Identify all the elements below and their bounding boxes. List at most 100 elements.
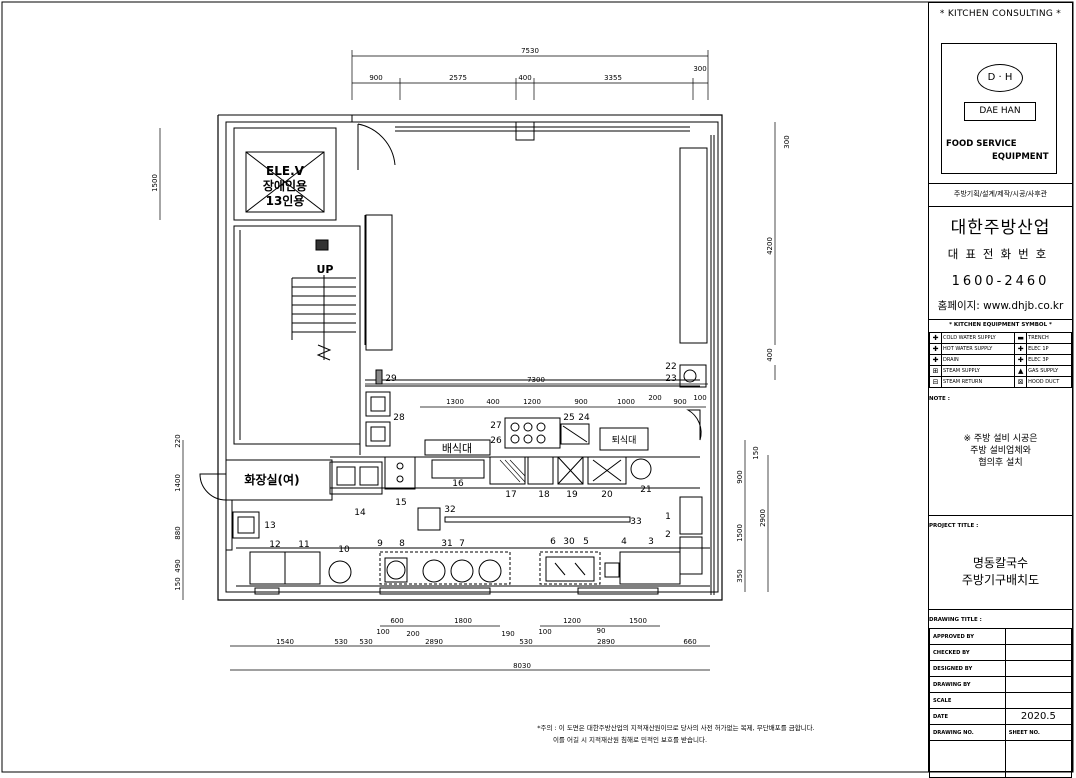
column (515, 121, 535, 141)
eq-28: 28 (393, 413, 405, 423)
dim-right-150: 150 (752, 446, 760, 459)
dim-mid-7300: 7300 (527, 376, 545, 384)
dim-top-2575: 2575 (449, 74, 467, 82)
title-block: * KITCHEN CONSULTING * D · H DAE HAN FOO… (928, 2, 1073, 778)
hood-duct-icon: ⊠ (1014, 376, 1028, 388)
eq-25: 25 (563, 413, 574, 423)
date-label: DATE (929, 708, 1006, 725)
eq-17: 17 (505, 490, 516, 500)
eq-11: 11 (298, 540, 309, 550)
note-label: NOTE : (929, 396, 950, 402)
drawing-no-value (929, 740, 1006, 778)
drawing-no-label: DRAWING NO. (929, 724, 1006, 741)
eq-16: 16 (452, 479, 464, 489)
stairs (291, 275, 356, 361)
phone-number: 1600-2460 (951, 274, 1050, 289)
dim-bottom-600: 600 (390, 617, 403, 625)
dim-bottom-660: 660 (683, 638, 696, 646)
symbol-gas-supply: GAS SUPPLY (1026, 365, 1072, 377)
dim-bottom-1500: 1500 (629, 617, 647, 625)
checked-by-label: CHECKED BY (929, 644, 1006, 661)
info-table: APPROVED BY CHECKED BY DESIGNED BY DRAWI… (929, 628, 1073, 778)
dim-right-1500: 1500 (736, 524, 744, 542)
stairwell (233, 225, 361, 445)
eq-21: 21 (640, 485, 651, 495)
dim-mid-900: 900 (574, 398, 587, 406)
logo-food-service: FOOD SERVICE (946, 139, 1017, 149)
up-label: UP (317, 263, 334, 276)
approved-by-label: APPROVED BY (929, 628, 1006, 645)
approved-by-value (1004, 628, 1073, 645)
dim-top-400: 400 (518, 74, 531, 82)
cross-icon: ✚ (1014, 343, 1028, 355)
dim-bottom-total: 8030 (513, 662, 531, 670)
dim-mid-200: 200 (648, 394, 661, 402)
dim-top-total: 7530 (521, 47, 539, 55)
eq-23: 23 (665, 374, 676, 384)
symbol-steam-return: STEAM RETURN (940, 376, 1016, 388)
dim-left-220: 220 (174, 434, 182, 447)
dim-right-2900: 2900 (759, 509, 767, 527)
dim-bottom-90: 90 (597, 627, 606, 635)
logo-equipment: EQUIPMENT (992, 152, 1049, 162)
drawing-by-value (1004, 676, 1073, 693)
symbol-title: * KITCHEN EQUIPMENT SYMBOL * (949, 322, 1052, 328)
dim-bottom-1800: 1800 (454, 617, 472, 625)
dim-left-1400: 1400 (174, 474, 182, 492)
dim-mid-100: 100 (693, 394, 706, 402)
eq-32: 32 (444, 505, 455, 515)
dim-top-3355: 3355 (604, 74, 622, 82)
dim-right-350: 350 (736, 569, 744, 582)
project-title-label: PROJECT TITLE : (929, 523, 979, 529)
outer-wall (218, 114, 719, 593)
steam-supply-icon: ⊞ (929, 365, 942, 377)
eq-1: 1 (665, 512, 671, 522)
note-line-1: ※ 주방 설비 시공은 (963, 434, 1038, 444)
dim-mid-1200: 1200 (523, 398, 541, 406)
company-name: 대한주방산업 (950, 218, 1051, 238)
dim-left-1500: 1500 (151, 174, 159, 192)
cross-icon: ✚ (929, 354, 942, 366)
eq-29: 29 (385, 374, 397, 384)
eq-8: 8 (399, 539, 405, 549)
dim-right-4200: 4200 (766, 237, 774, 255)
dim-top-900: 900 (369, 74, 382, 82)
dim-bottom-530b: 530 (359, 638, 372, 646)
dim-bottom-200: 200 (406, 630, 419, 638)
project-title: 명동칼국수 주방기구배치도 (929, 555, 1072, 589)
note-line-3: 협의후 설치 (978, 458, 1023, 468)
dim-right-400: 400 (766, 348, 774, 361)
scale-value (1004, 692, 1073, 709)
dim-mid-900b: 900 (673, 398, 686, 406)
project-line-2: 주방기구배치도 (961, 573, 1040, 587)
serving-counter-label: 배식대 (442, 442, 472, 455)
symbol-steam-supply: STEAM SUPPLY (940, 365, 1016, 377)
eq-27: 27 (490, 421, 501, 431)
dim-bottom-530c: 530 (519, 638, 532, 646)
entrance-door (357, 123, 396, 170)
eq-15: 15 (395, 498, 406, 508)
eq-10: 10 (338, 545, 350, 555)
eq-6: 6 (550, 537, 556, 547)
symbol-elec-1p: ELEC 1P (1026, 343, 1072, 355)
eq-7: 7 (459, 539, 465, 549)
designed-by-value (1004, 660, 1073, 677)
designed-by-label: DESIGNED BY (929, 660, 1006, 677)
symbol-table: ✚ COLD WATER SUPPLY ▬ TRENCH ✚ HOT WATER… (929, 332, 1072, 388)
rep-phone-label: 대표전화번호 (947, 247, 1054, 261)
eq-31: 31 (441, 539, 452, 549)
dim-left-150: 150 (174, 577, 182, 590)
project-line-1: 명동칼국수 (972, 556, 1029, 570)
notice-line-2: 이를 어길 시 지적재산원 침해로 민적인 보호를 받습니다. (553, 735, 707, 744)
elevator-label-2: 장애인용 (263, 178, 307, 193)
serving-counter (424, 439, 491, 456)
dim-right-300: 300 (783, 135, 791, 148)
dim-mid-1300: 1300 (446, 398, 464, 406)
sheet-no-label: SHEET NO. (1004, 724, 1073, 741)
restroom-label: 화장실(여) (244, 472, 299, 487)
dim-left-880: 880 (174, 526, 182, 539)
eq-3: 3 (648, 537, 654, 547)
steam-return-icon: ⊟ (929, 376, 942, 388)
